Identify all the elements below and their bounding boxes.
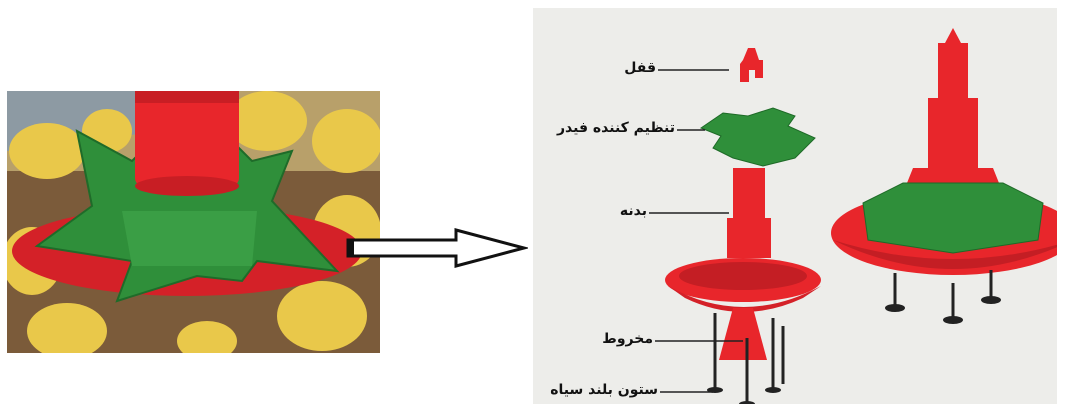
label-feeder-adjuster: تنظیم کننده فیدر (557, 120, 675, 136)
label-lock: قفل (624, 60, 656, 76)
arrow-icon (346, 228, 528, 268)
exploded-view-panel: قفل تنظیم کننده فیدر بدنه مخروط ستون بلن… (533, 8, 1057, 404)
feeder-photo (7, 91, 380, 353)
label-body: بدنه (620, 203, 647, 219)
label-cone: مخروط (602, 331, 653, 347)
label-black-leg: ستون بلند سیاه (550, 382, 658, 398)
